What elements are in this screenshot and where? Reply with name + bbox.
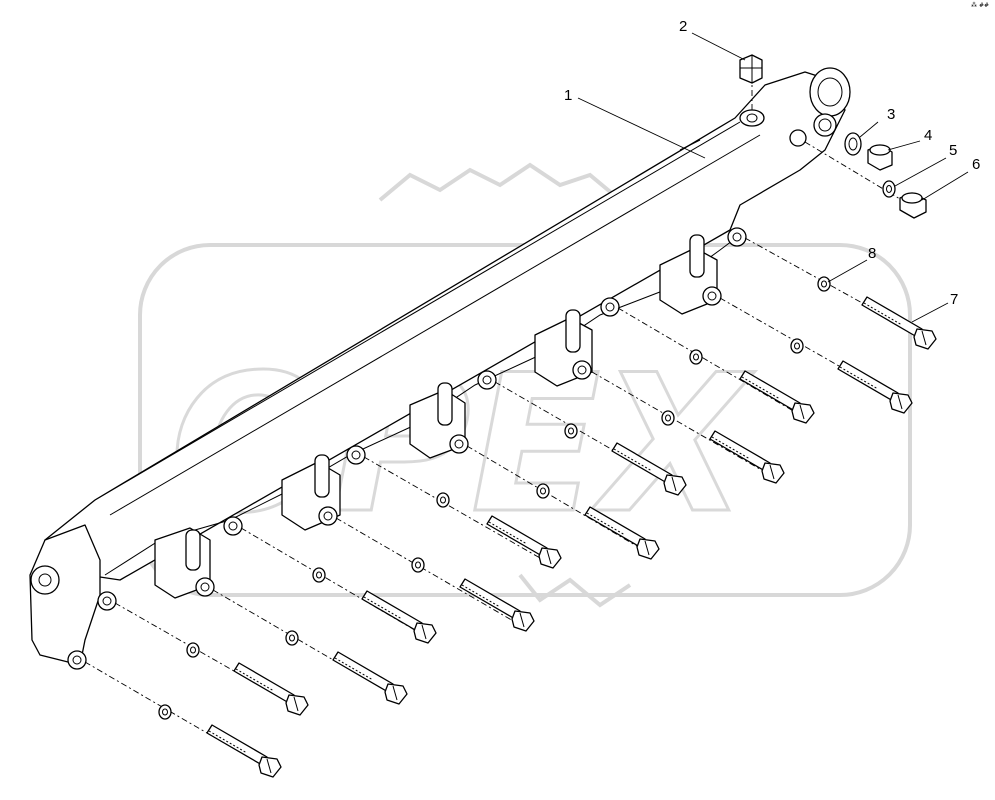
callout-2: 2 — [679, 18, 687, 35]
callout-7: 7 — [950, 291, 958, 308]
washer — [312, 567, 326, 583]
plug-screw — [899, 192, 927, 219]
corner-tag: ⁂ ## — [971, 2, 989, 9]
washer — [661, 410, 675, 426]
bolt — [459, 578, 535, 632]
bolt — [361, 590, 437, 644]
washers — [158, 276, 831, 720]
callout-1: 1 — [564, 87, 572, 104]
callout-4: 4 — [924, 127, 932, 144]
callout-5: 5 — [949, 142, 957, 159]
washer — [411, 557, 425, 573]
bolt — [206, 724, 282, 778]
callout-8: 8 — [868, 245, 876, 262]
runner-pad-3 — [409, 370, 497, 459]
washer — [158, 704, 172, 720]
callout-6: 6 — [972, 156, 980, 173]
bolt — [861, 296, 937, 350]
washer — [817, 276, 831, 292]
washer — [790, 338, 804, 354]
callout-3: 3 — [887, 106, 895, 123]
runner-pad-2 — [281, 445, 366, 531]
bolt — [739, 370, 815, 424]
callouts: 1 2 3 4 5 6 7 8 — [564, 18, 980, 308]
leader-lines — [577, 32, 969, 323]
hex-plug — [867, 144, 893, 171]
washer — [536, 483, 550, 499]
washer — [285, 630, 299, 646]
seal-ring — [844, 132, 862, 156]
cap-fitting — [739, 54, 763, 84]
small-washer — [882, 180, 896, 198]
washer — [186, 642, 200, 658]
washer — [689, 349, 703, 365]
washer — [436, 492, 450, 508]
runner-pad-5 — [659, 227, 747, 315]
bolt — [837, 360, 913, 414]
runner-pad-1 — [154, 516, 243, 599]
bolt — [332, 651, 408, 705]
runner-pad-4 — [534, 297, 620, 387]
washer — [564, 423, 578, 439]
manifold-body — [29, 67, 851, 670]
bolt — [233, 662, 309, 716]
